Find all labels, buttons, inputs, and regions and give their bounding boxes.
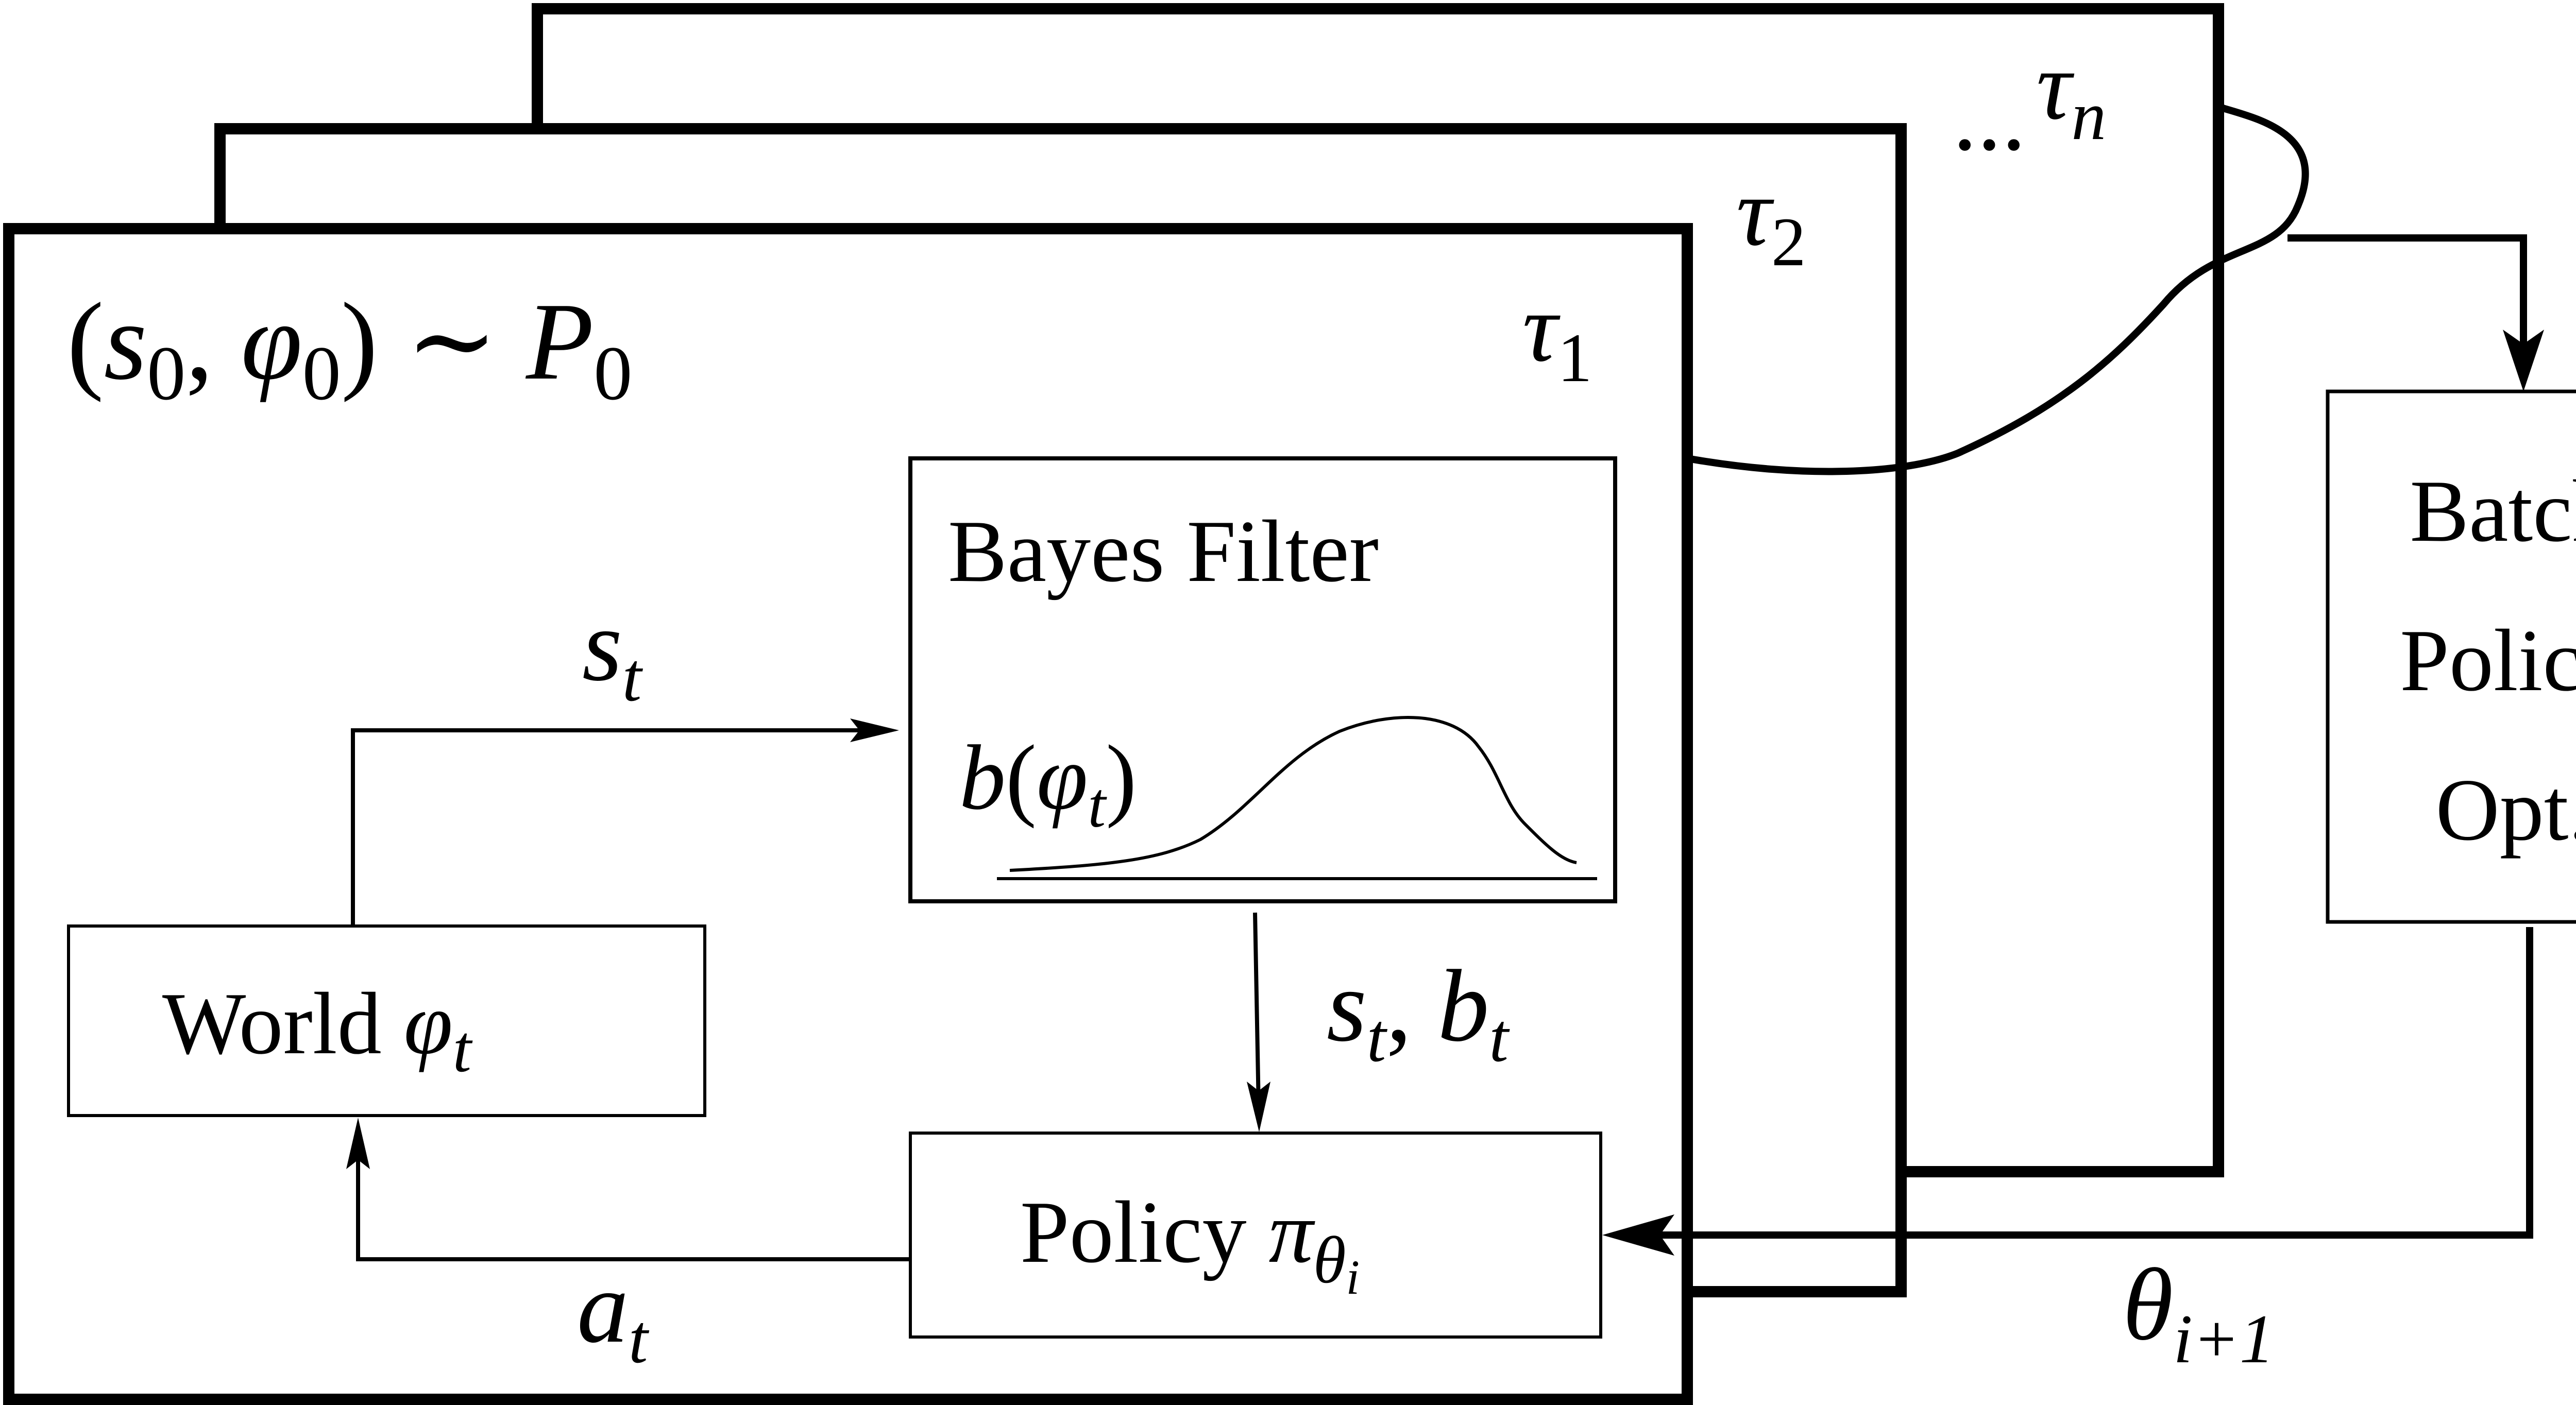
bayes-filter-title: Bayes Filter xyxy=(948,503,1379,601)
edge-label-action: at xyxy=(577,1250,650,1378)
arrow-world-to-bayes xyxy=(351,728,876,926)
initial-distribution-label: (s0, φ0) ∼ P0 xyxy=(67,280,632,416)
trajectory-collection-curve xyxy=(1686,105,2309,475)
arrow-to-batch xyxy=(2287,234,2527,361)
tau-1-label: τ1 xyxy=(1522,274,1592,397)
bayes-filter-box xyxy=(908,456,1617,903)
batch-line-2: Policy xyxy=(2400,612,2576,710)
batch-line-3: Opt. xyxy=(2436,761,2576,859)
edge-label-state: st xyxy=(582,589,643,716)
batch-policy-opt-box xyxy=(2326,389,2576,924)
arrow-batch-to-policy xyxy=(1633,927,2533,1239)
arrow-bayes-to-policy xyxy=(1253,912,1261,1108)
arrowhead-world-to-bayes xyxy=(850,718,899,742)
tau-2-label: τ2 xyxy=(1736,158,1806,281)
batch-line-1: Batch xyxy=(2410,462,2576,560)
belief-curve xyxy=(1009,716,1577,872)
world-box xyxy=(67,924,706,1117)
edge-label-state-belief: st, bt xyxy=(1327,949,1510,1076)
policy-box xyxy=(909,1132,1602,1339)
belief-label: b(φt) xyxy=(959,726,1137,841)
tau-n-label: ...τn xyxy=(1953,32,2106,171)
arrowhead-bayes-to-policy xyxy=(1247,1082,1270,1132)
arrowhead-policy-to-world xyxy=(346,1118,370,1169)
arrow-policy-to-world xyxy=(356,1149,910,1261)
edge-label-theta-next: θi+1 xyxy=(2123,1248,2274,1378)
policy-label: Policy πθi xyxy=(1020,1184,1360,1305)
world-label: World φt xyxy=(162,975,473,1086)
arrowhead-to-batch xyxy=(2503,330,2544,391)
arrowhead-batch-to-policy xyxy=(1602,1214,1674,1256)
